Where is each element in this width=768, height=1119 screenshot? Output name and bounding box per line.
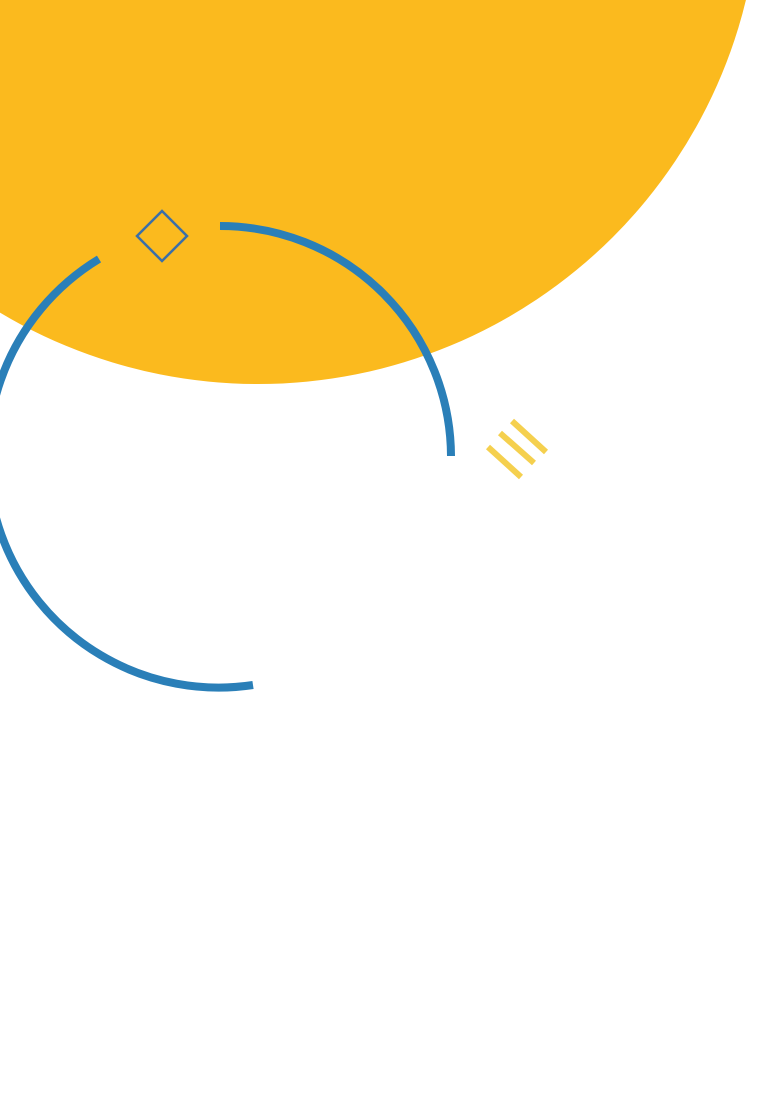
stripe-2 <box>498 430 536 466</box>
stripe-1 <box>485 444 524 480</box>
diamond-outline-icon <box>135 209 189 263</box>
blue-ring-arc-lower <box>0 255 254 692</box>
diagonal-stripes-icon <box>485 418 549 480</box>
stripe-3 <box>509 418 549 455</box>
yellow-sun-shape <box>0 0 746 384</box>
blue-ring-arc-main <box>219 222 455 457</box>
